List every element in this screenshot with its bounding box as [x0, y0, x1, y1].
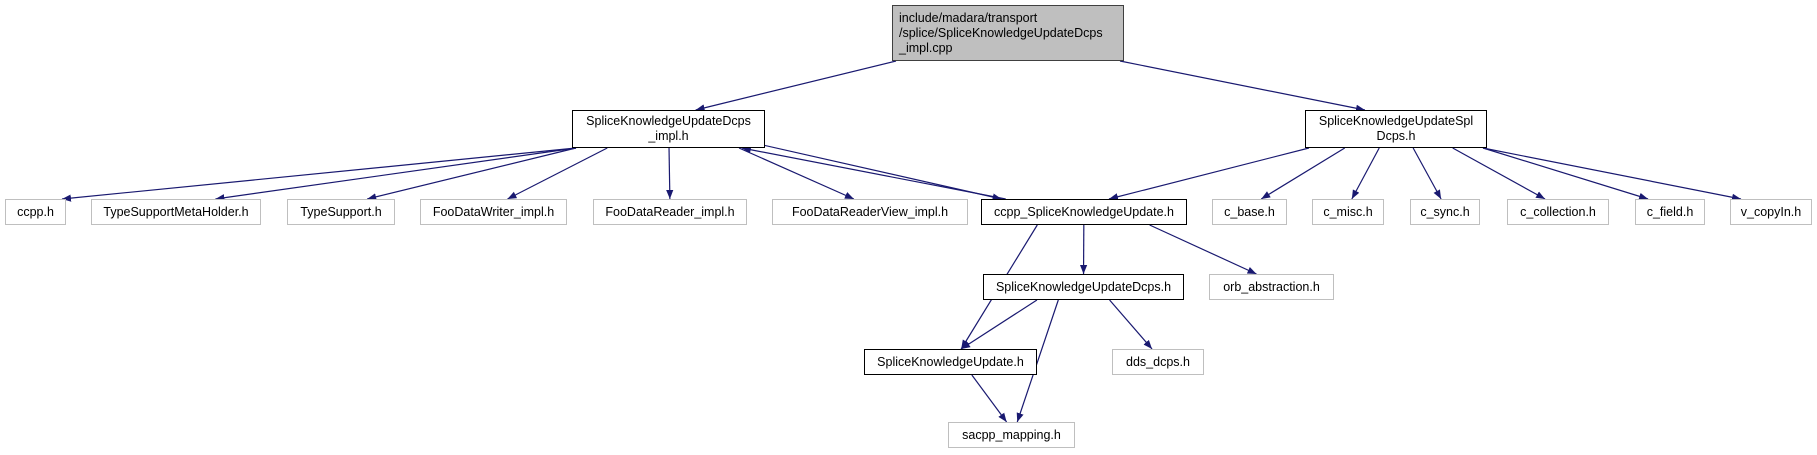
- node-label-line: FooDataReaderView_impl.h: [791, 204, 949, 219]
- node-label-line: TypeSupport.h: [300, 204, 382, 219]
- edge-dcps_h-to-ddsdcps: [1109, 299, 1153, 350]
- node-label-line: ccpp_SpliceKnowledgeUpdate.h: [994, 204, 1174, 219]
- edge-impl_h-to-fdrv: [738, 147, 855, 200]
- edge-spl_h-to-cbase: [1260, 147, 1346, 200]
- node-label-line: c_misc.h: [1323, 204, 1373, 219]
- node-impl-cpp[interactable]: include/madara/transport/splice/SpliceKn…: [892, 5, 1124, 61]
- node-foodatareader-impl-h[interactable]: FooDataReader_impl.h: [593, 199, 747, 225]
- edge-impl_h-to-tsmh: [215, 147, 577, 202]
- node-c-misc-h[interactable]: c_misc.h: [1312, 199, 1384, 225]
- edge-spl_h-to-cfield: [1482, 147, 1649, 200]
- node-label-line: c_base.h: [1224, 204, 1275, 219]
- node-label-line: _impl.cpp: [899, 40, 953, 55]
- node-label-line: ccpp.h: [17, 204, 54, 219]
- node-c-field-h[interactable]: c_field.h: [1635, 199, 1705, 225]
- node-ccpp-spliceknowledgeupdate-h[interactable]: ccpp_SpliceKnowledgeUpdate.h: [981, 199, 1187, 225]
- node-v-copyin-h[interactable]: v_copyIn.h: [1730, 199, 1812, 225]
- edge-impl_h-to-ccpp: [61, 147, 577, 202]
- edge-root-to-spl_h: [1119, 60, 1366, 112]
- edge-impl_h-to-fdw: [507, 147, 608, 200]
- node-ccpp-h[interactable]: ccpp.h: [5, 199, 66, 225]
- node-label-line: SpliceKnowledgeUpdate.h: [877, 354, 1024, 369]
- node-label-line: dds_dcps.h: [1126, 354, 1190, 369]
- node-label-line: c_collection.h: [1520, 204, 1596, 219]
- node-label-line: FooDataWriter_impl.h: [432, 204, 555, 219]
- node-c-sync-h[interactable]: c_sync.h: [1410, 199, 1480, 225]
- node-label-line: /splice/SpliceKnowledgeUpdateDcps: [899, 25, 1103, 40]
- edge-dcps_h-to-sku_h: [960, 299, 1038, 350]
- edge-dcps_h-to-sacpp: [1016, 299, 1059, 423]
- node-label-line: orb_abstraction.h: [1223, 279, 1320, 294]
- node-label-line: sacpp_mapping.h: [962, 427, 1061, 442]
- node-dds-dcps-h[interactable]: dds_dcps.h: [1112, 349, 1204, 375]
- node-typesupport-h[interactable]: TypeSupport.h: [287, 199, 395, 225]
- node-label-line: TypeSupportMetaHolder.h: [103, 204, 249, 219]
- node-orb-abstraction-h[interactable]: orb_abstraction.h: [1209, 274, 1334, 300]
- node-foodatawriter-impl-h[interactable]: FooDataWriter_impl.h: [420, 199, 567, 225]
- edge-spl_h-to-vcopy: [1482, 147, 1742, 201]
- edge-spl_h-to-ccoll: [1452, 147, 1546, 200]
- edge-ccpp_sku-to-impl_h: [741, 146, 1006, 200]
- edge-ccpp_sku-to-orb: [1149, 224, 1257, 275]
- node-typesupportmetaholder-h[interactable]: TypeSupportMetaHolder.h: [91, 199, 261, 225]
- edge-spl_h-to-ccpp_sku: [1108, 147, 1310, 201]
- edge-impl_h-to-ts: [367, 147, 577, 201]
- node-spliceknowledgeupdatedcps-h[interactable]: SpliceKnowledgeUpdateDcps.h: [983, 274, 1184, 300]
- node-label-line: SpliceKnowledgeUpdateSpl: [1318, 114, 1474, 128]
- node-label-line: include/madara/transport: [899, 10, 1038, 25]
- node-label-line: Dcps.h: [1376, 129, 1416, 143]
- node-c-base-h[interactable]: c_base.h: [1212, 199, 1287, 225]
- edge-sku_h-to-sacpp: [971, 374, 1008, 423]
- node-c-collection-h[interactable]: c_collection.h: [1507, 199, 1609, 225]
- node-spliceknowledgeupdate-h[interactable]: SpliceKnowledgeUpdate.h: [864, 349, 1037, 375]
- node-dcps-impl-h[interactable]: SpliceKnowledgeUpdateDcps_impl.h: [572, 110, 765, 148]
- node-label-line: c_sync.h: [1420, 204, 1470, 219]
- node-sacpp-mapping-h[interactable]: sacpp_mapping.h: [948, 422, 1075, 448]
- node-label-line: c_field.h: [1646, 204, 1694, 219]
- node-label-line: SpliceKnowledgeUpdateDcps.h: [995, 279, 1172, 294]
- node-foodatareaderview-impl-h[interactable]: FooDataReaderView_impl.h: [772, 199, 968, 225]
- edge-spl_h-to-csync: [1412, 147, 1442, 200]
- edge-impl_h-to-fdr: [666, 147, 674, 200]
- node-label-line: _impl.h: [648, 129, 689, 143]
- edge-spl_h-to-cmisc: [1351, 147, 1380, 200]
- edge-root-to-impl_h: [695, 60, 897, 112]
- node-label-line: v_copyIn.h: [1740, 204, 1802, 219]
- node-label-line: FooDataReader_impl.h: [605, 204, 735, 219]
- node-label-line: SpliceKnowledgeUpdateDcps: [586, 114, 751, 128]
